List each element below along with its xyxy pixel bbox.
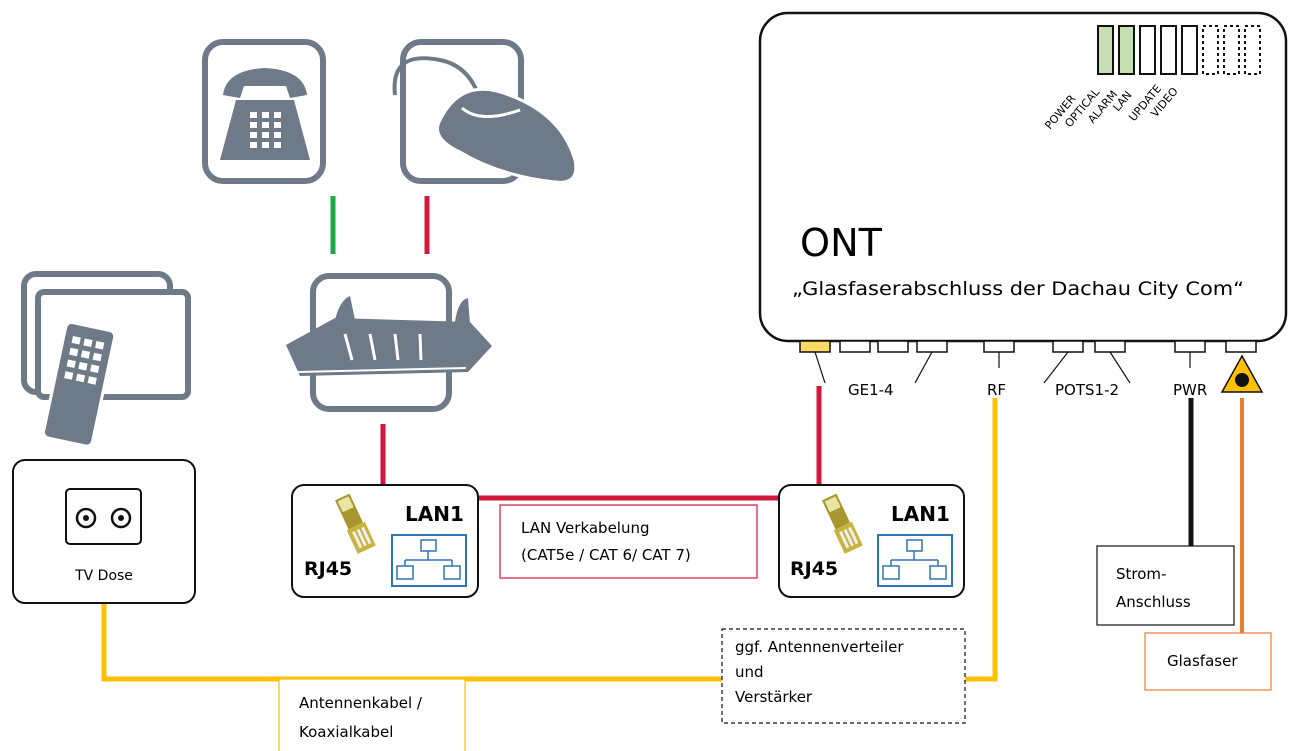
lan-socket-left: LAN1 RJ45	[291, 484, 479, 598]
coax-socket-icon	[65, 488, 142, 545]
tv-remote-icon	[21, 271, 191, 448]
network-icon	[877, 534, 953, 587]
port-label-pots: POTS1-2	[1055, 381, 1119, 399]
tv-socket-label: TV Dose	[74, 568, 133, 584]
coax-label: Antennenkabel / Koaxialkabel	[278, 678, 466, 751]
antenna-splitter: ggf. Antennenverteiler und Verstärker	[721, 628, 966, 724]
telephone-icon	[202, 39, 326, 184]
tv-socket: TV Dose	[12, 459, 196, 604]
network-icon	[391, 534, 467, 587]
mouse-icon	[392, 39, 578, 184]
lan-left-rj-label: RJ45	[304, 558, 352, 580]
fiber-label: Glasfaser	[1144, 632, 1272, 691]
port-label-rf: RF	[987, 381, 1006, 399]
lan-cabling-line1: LAN Verkabelung	[521, 519, 650, 537]
rf-cable	[965, 398, 998, 682]
lan-right-rj-label: RJ45	[790, 558, 838, 580]
rj45-plug-icon	[335, 493, 376, 554]
fiber-laser-icon	[1220, 354, 1264, 393]
port-label-ge: GE1-4	[848, 381, 894, 399]
lan-cabling-label: LAN Verkabelung (CAT5e / CAT 6/ CAT 7)	[499, 504, 758, 579]
power-label: Strom- Anschluss	[1096, 545, 1235, 626]
port-label-pwr: PWR	[1173, 381, 1207, 399]
lan-socket-right: LAN1 RJ45	[778, 484, 965, 598]
lan-cabling-line2: (CAT5e / CAT 6/ CAT 7)	[521, 546, 691, 564]
ont-title: ONT	[800, 221, 883, 265]
splitter-line1: ggf. Antennenverteiler	[735, 638, 904, 656]
cables	[101, 196, 1244, 682]
coax-cable	[101, 603, 722, 682]
lan-right-lan-label: LAN1	[891, 502, 950, 526]
router-icon	[286, 273, 492, 412]
coax-line1: Antennenkabel /	[299, 694, 423, 712]
power-line2: Anschluss	[1116, 593, 1191, 611]
ont-device: POWER OPTICAL ALARM LAN UPDATE VIDEO ONT…	[758, 11, 1288, 399]
ont-ports	[799, 340, 1257, 384]
lan-left-lan-label: LAN1	[405, 502, 464, 526]
power-line1: Strom-	[1116, 565, 1166, 583]
coax-line2: Koaxialkabel	[299, 723, 393, 741]
rj45-plug-icon	[822, 493, 863, 554]
splitter-line3: Verstärker	[735, 688, 813, 706]
fiber-text: Glasfaser	[1167, 652, 1238, 670]
ont-subtitle: „Glasfaserabschluss der Dachau City Com“	[792, 278, 1244, 300]
splitter-line2: und	[735, 663, 764, 681]
